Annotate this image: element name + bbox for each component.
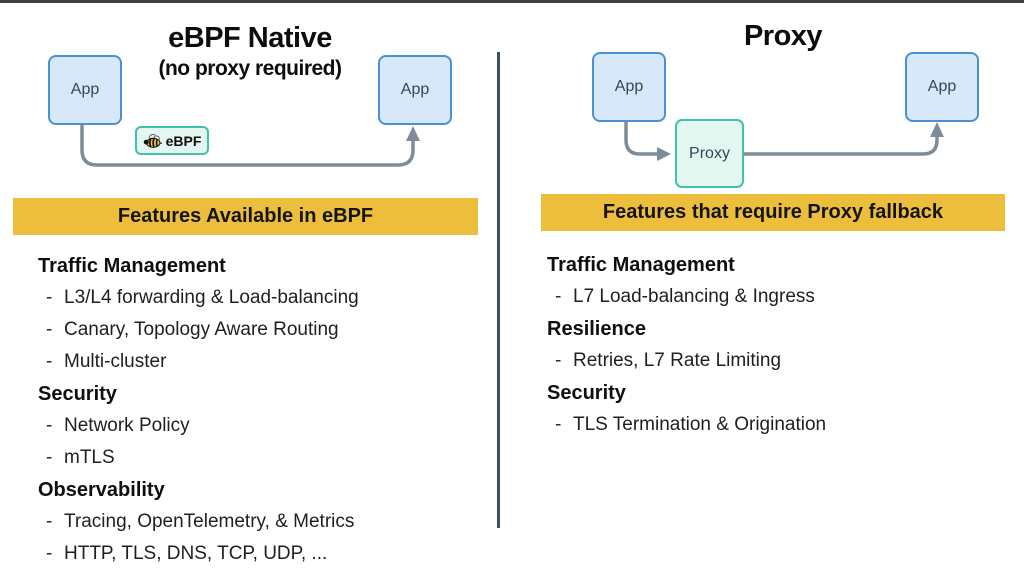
feature-text: HTTP, TLS, DNS, TCP, UDP, ... [64,543,328,564]
app-label: App [614,78,644,95]
feature-item: - TLS Termination & Origination [547,409,1007,441]
ebpf-badge-label: eBPF [165,132,202,149]
section-header: Traffic Management [547,254,735,276]
feature-text: mTLS [64,447,115,468]
bee-icon [143,133,162,148]
top-border-strip [0,0,1024,3]
proxy-box: Proxy [675,119,744,188]
feature-text: L3/L4 forwarding & Load-balancing [64,287,359,308]
ebpf-feature-list: Traffic Management - L3/L4 forwarding & … [38,250,488,570]
proxy-to-app-arrow [744,122,944,156]
ebpf-features-banner: Features Available in eBPF [13,198,478,235]
feature-item: - mTLS [38,442,488,474]
proxy-fallback-banner: Features that require Proxy fallback [541,194,1005,231]
feature-text: Retries, L7 Rate Limiting [573,350,782,371]
feature-text: L7 Load-balancing & Ingress [573,286,815,307]
left-panel-app-box-right: App [378,55,452,125]
feature-text: TLS Termination & Origination [573,414,827,435]
bullet-dash: - [555,414,562,435]
right-panel-app-box-left: App [592,52,666,122]
ebpf-native-connector-arrow [80,122,420,167]
left-panel-app-box-left: App [48,55,122,125]
feature-item: - Retries, L7 Rate Limiting [547,345,1007,377]
bullet-dash: - [46,351,53,372]
section-header: Traffic Management [38,255,226,277]
app-label: App [927,78,957,95]
bullet-dash: - [46,447,53,468]
bullet-dash: - [46,415,53,436]
feature-item: - Tracing, OpenTelemetry, & Metrics [38,506,488,538]
bullet-dash: - [46,319,53,340]
proxy-box-label: Proxy [689,144,730,162]
app-label: App [70,81,100,98]
bullet-dash: - [46,511,53,532]
feature-text: Canary, Topology Aware Routing [64,319,339,340]
bullet-dash: - [555,286,562,307]
banner-text: Features that require Proxy fallback [602,201,944,223]
section-header: Security [547,382,626,404]
bullet-dash: - [46,287,53,308]
bullet-dash: - [555,350,562,371]
feature-text: Tracing, OpenTelemetry, & Metrics [64,511,355,532]
feature-text: Network Policy [64,415,190,436]
proxy-title: Proxy [743,20,823,52]
section-header: Security [38,383,117,405]
section-header: Observability [38,479,165,501]
app-to-proxy-arrow [624,119,671,161]
ebpf-badge: eBPF [135,126,209,155]
section-header: Resilience [547,318,646,340]
bullet-dash: - [46,543,53,564]
right-panel-app-box-right: App [905,52,979,122]
feature-item: - Canary, Topology Aware Routing [38,314,488,346]
feature-text: Multi-cluster [64,351,167,372]
proxy-feature-list: Traffic Management - L7 Load-balancing &… [547,249,1007,441]
ebpf-native-title: eBPF Native [168,22,332,54]
feature-item: - Network Policy [38,410,488,442]
feature-item: - L3/L4 forwarding & Load-balancing [38,282,488,314]
app-label: App [400,81,430,98]
banner-text: Features Available in eBPF [117,205,374,227]
feature-item: - HTTP, TLS, DNS, TCP, UDP, ... [38,538,488,570]
ebpf-native-subtitle: (no proxy required) [158,57,342,80]
feature-item: - Multi-cluster [38,346,488,378]
panel-divider [497,52,500,528]
feature-item: - L7 Load-balancing & Ingress [547,281,1007,313]
